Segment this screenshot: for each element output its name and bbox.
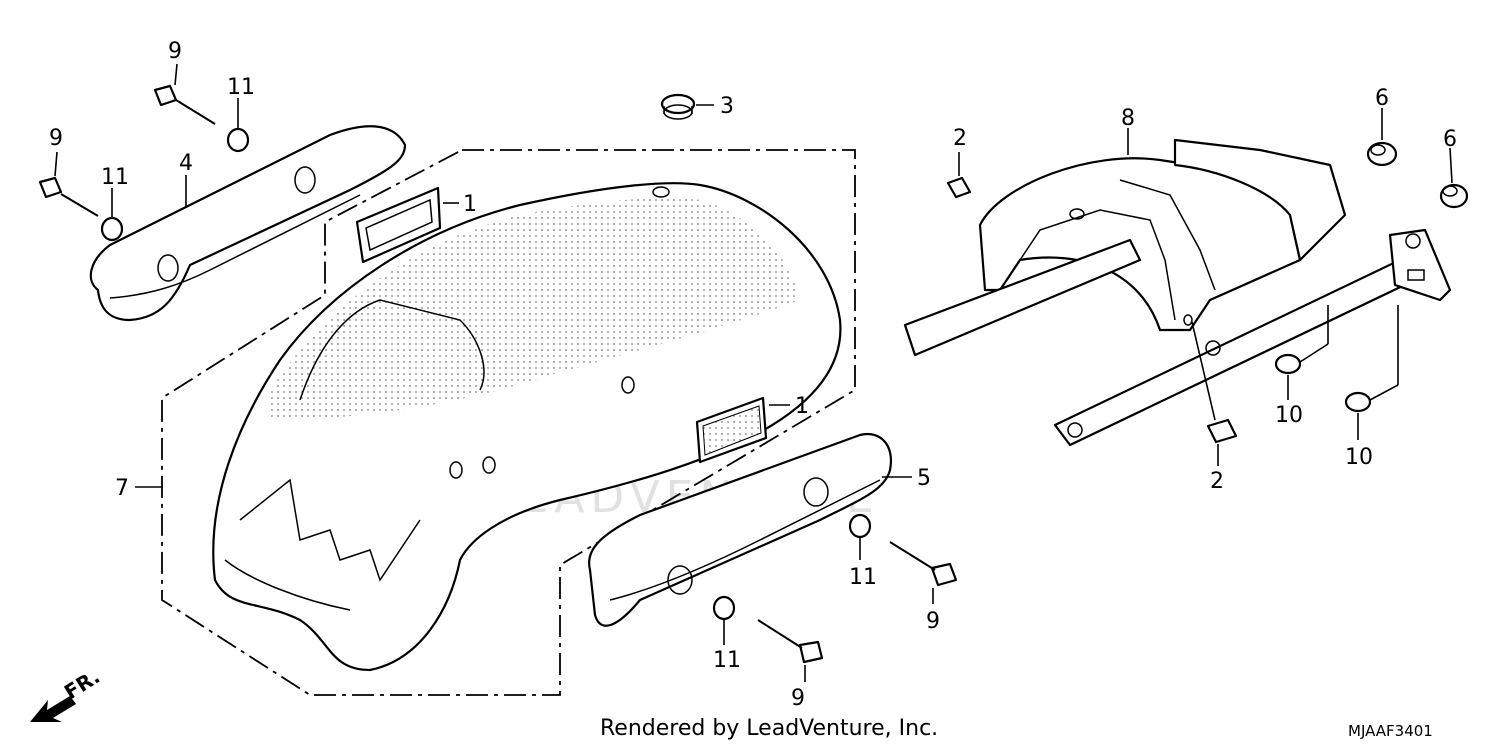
bolt-9b[interactable] [38, 176, 99, 217]
callout-11: 11 [713, 648, 741, 673]
callout-5: 5 [917, 466, 931, 491]
screw-10b[interactable] [1344, 391, 1372, 413]
leader-lines [54, 63, 1453, 682]
washer-11d[interactable] [712, 595, 736, 621]
fender-frame[interactable] [903, 138, 1452, 447]
washer-11a[interactable] [226, 127, 250, 153]
rear-fender[interactable] [212, 182, 842, 672]
callout-9: 9 [791, 686, 805, 711]
diagram-code: MJAAF3401 [1348, 722, 1433, 740]
callout-3: 3 [720, 94, 734, 119]
washer-11c[interactable] [848, 513, 872, 539]
nut-6a[interactable] [1366, 141, 1398, 167]
callout-2: 2 [953, 126, 967, 151]
washer-11b[interactable] [100, 216, 124, 242]
callout-11: 11 [101, 165, 129, 190]
callout-7: 7 [115, 476, 129, 501]
grommet[interactable] [660, 93, 696, 120]
nut-6b[interactable] [1439, 183, 1469, 209]
callout-4: 4 [179, 151, 193, 176]
callout-6: 6 [1375, 86, 1389, 111]
front-arrow-icon: FR. [30, 664, 104, 722]
callout-10: 10 [1345, 445, 1373, 470]
reflector-upper[interactable] [355, 186, 442, 264]
callout-9: 9 [168, 39, 182, 64]
callout-1: 1 [795, 394, 809, 419]
side-rail-left[interactable] [89, 125, 407, 322]
callout-10: 10 [1275, 403, 1303, 428]
side-rail-right[interactable] [588, 432, 893, 627]
bolt-9d[interactable] [757, 619, 824, 664]
callout-9: 9 [49, 126, 63, 151]
reflector-lower[interactable] [695, 396, 768, 464]
clip-2b[interactable] [1206, 418, 1238, 444]
bolt-9c[interactable] [889, 541, 958, 587]
callouts: 9 11 9 11 4 3 1 1 7 5 11 9 11 9 2 8 6 6 … [49, 39, 1457, 711]
clip-2a[interactable] [946, 176, 972, 199]
callout-1: 1 [463, 192, 477, 217]
callout-8: 8 [1121, 106, 1135, 131]
screw-10a[interactable] [1274, 353, 1302, 375]
render-credit: Rendered by LeadVenture, Inc. [600, 716, 939, 741]
callout-2: 2 [1210, 469, 1224, 494]
callout-11: 11 [227, 75, 255, 100]
callout-6: 6 [1443, 127, 1457, 152]
bolt-9a[interactable] [153, 84, 216, 125]
callout-9: 9 [926, 609, 940, 634]
callout-11: 11 [849, 565, 877, 590]
